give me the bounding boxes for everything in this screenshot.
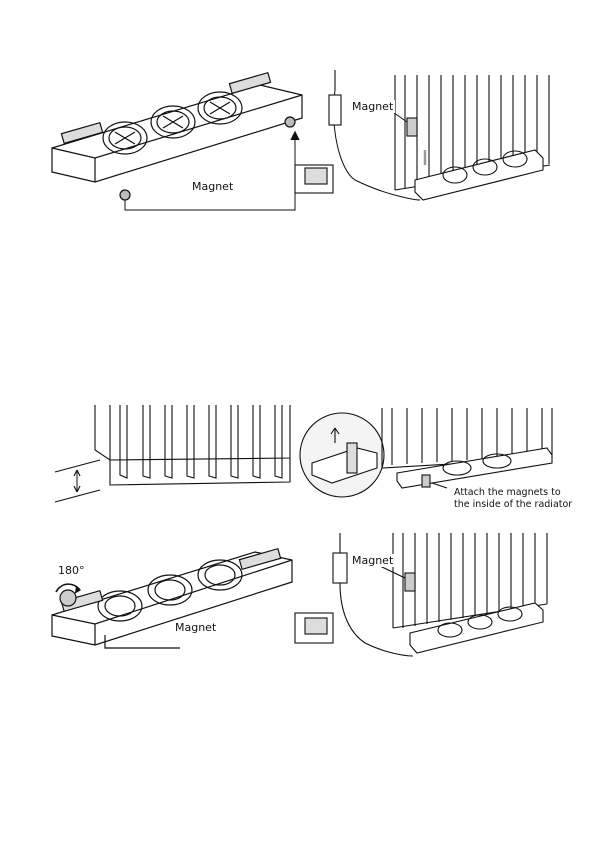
magnet-label: Magnet bbox=[350, 100, 395, 113]
radiator-bottom-illustration bbox=[295, 528, 555, 663]
rotation-label: 180° bbox=[56, 564, 87, 577]
attach-magnets-caption-line-1: Attach the magnets to bbox=[454, 487, 561, 498]
figure-fan-unit-magnets-top: Magnet bbox=[40, 60, 310, 220]
radiator-depth-illustration bbox=[55, 400, 300, 510]
figure-fan-unit-rotate: 180° Magnet bbox=[40, 540, 305, 660]
figure-attach-magnets: Attach the magnets to the inside of the … bbox=[297, 403, 557, 513]
attach-magnets-caption-line-2: the inside of the radiator bbox=[454, 499, 572, 510]
radiator-illustration bbox=[295, 70, 555, 220]
figure-radiator-plug-bottom: Magnet bbox=[295, 528, 555, 663]
magnet-label: Magnet bbox=[350, 554, 395, 567]
figure-radiator-depth bbox=[55, 400, 300, 510]
fan-unit-illustration bbox=[40, 60, 310, 220]
magnet-label: Magnet bbox=[173, 621, 218, 634]
fan-unit-rotate-illustration bbox=[40, 540, 305, 660]
magnet-label: Magnet bbox=[190, 180, 235, 193]
figure-radiator-plug-top: Magnet bbox=[295, 70, 555, 220]
